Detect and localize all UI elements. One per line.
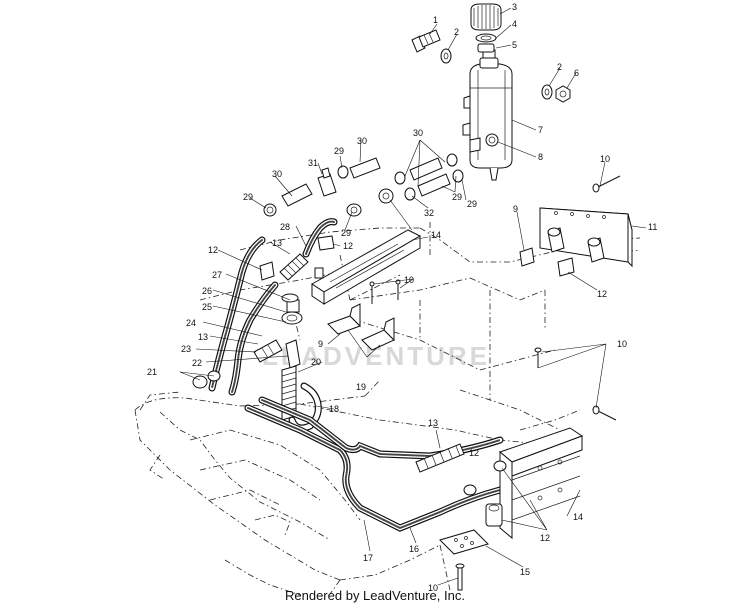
- label-12-a: 12: [597, 289, 607, 299]
- clamp-29-b: [337, 165, 349, 179]
- label-1: 1: [433, 15, 438, 25]
- label-19: 19: [356, 382, 366, 392]
- label-2-a: 2: [454, 27, 459, 37]
- label-9-b: 9: [318, 339, 323, 349]
- rivet-10-right-b: [592, 405, 617, 421]
- mount-bolt: [411, 29, 441, 53]
- rivet-10-right-a: [534, 347, 542, 368]
- footer-credit: Rendered by LeadVenture, Inc.: [285, 588, 465, 603]
- label-26: 26: [202, 286, 212, 296]
- label-10-a: 10: [600, 154, 610, 164]
- washer-left: [440, 48, 452, 64]
- clamp-12-left: [259, 261, 275, 281]
- filler-neck: [477, 43, 495, 53]
- fitting-22: [285, 339, 301, 369]
- bracket-19-a: [327, 303, 361, 335]
- label-14-a: 14: [431, 230, 441, 240]
- label-13-b: 13: [198, 332, 208, 342]
- label-21: 21: [147, 367, 157, 377]
- clamp-29-a: [263, 203, 277, 217]
- label-13-c: 13: [428, 418, 438, 428]
- label-13-a: 13: [272, 238, 282, 248]
- label-11: 11: [648, 222, 657, 232]
- label-10-c: 10: [617, 339, 627, 349]
- label-12-c: 12: [208, 245, 218, 255]
- rivet-10-upper: [592, 175, 621, 193]
- label-12-d: 12: [469, 448, 479, 458]
- label-30-c: 30: [272, 169, 282, 179]
- hose-16: [258, 396, 504, 460]
- label-9-a: 9: [513, 204, 518, 214]
- heat-exchanger-lower: [498, 427, 584, 540]
- hose-elbow-28: [302, 218, 338, 258]
- hose-pair-30: [394, 153, 464, 201]
- label-7: 7: [538, 125, 543, 135]
- label-16: 16: [409, 544, 419, 554]
- label-5: 5: [512, 40, 517, 50]
- label-29-c: 29: [452, 192, 462, 202]
- cap-seal: [475, 33, 497, 43]
- hose-17: [244, 404, 504, 532]
- left-hose-long: [208, 236, 266, 392]
- elbow-fitting-23: [253, 339, 283, 363]
- clamp-9: [519, 247, 535, 267]
- hose-bellows: [279, 253, 309, 281]
- label-22: 22: [192, 358, 202, 368]
- label-20: 20: [311, 357, 321, 367]
- label-32: 32: [424, 208, 434, 218]
- tee-fitting-31: [317, 167, 337, 197]
- chassis-outline: [134, 391, 541, 596]
- label-8: 8: [538, 152, 543, 162]
- label-25: 25: [202, 302, 212, 312]
- short-hose-30-a: [281, 183, 313, 207]
- label-28: 28: [280, 222, 290, 232]
- label-30-a: 30: [413, 128, 423, 138]
- lock-nut: [555, 85, 571, 103]
- heat-exchanger-upper: [311, 229, 422, 305]
- tee-fitting-32: [378, 188, 394, 204]
- plug-21: [192, 370, 221, 389]
- label-10-b: 10: [404, 275, 414, 285]
- clamp-12-right: [557, 257, 575, 277]
- label-14-b: 14: [573, 512, 583, 522]
- label-29-b: 29: [243, 192, 253, 202]
- label-27: 27: [212, 270, 222, 280]
- label-15: 15: [520, 567, 530, 577]
- rear-mount-plate-11: [539, 207, 633, 268]
- left-hose-short: [228, 281, 279, 396]
- label-10-d: 10: [428, 583, 438, 593]
- label-3: 3: [512, 2, 517, 12]
- label-4: 4: [512, 19, 517, 29]
- rivet-10-center: [369, 279, 401, 304]
- label-6: 6: [574, 68, 579, 78]
- label-29-e: 29: [341, 228, 351, 238]
- bracket-15: [439, 529, 489, 555]
- label-12-b: 12: [343, 241, 353, 251]
- label-12-e: 12: [540, 533, 550, 543]
- part-number-labels: 1 2 3 4 5 2 6 7 8 10 11 9 12 30 30 29 31…: [147, 2, 657, 593]
- label-30-b: 30: [357, 136, 367, 146]
- bottle-cap: [470, 3, 502, 31]
- label-29-a: 29: [334, 146, 344, 156]
- bracket-19-b: [361, 317, 395, 351]
- thermostat-housing: [281, 293, 303, 325]
- label-31: 31: [308, 158, 318, 168]
- label-24: 24: [186, 318, 196, 328]
- short-hose-30-b: [349, 157, 381, 179]
- label-17: 17: [363, 553, 373, 563]
- washer-right: [541, 84, 553, 100]
- leader-lines: [179, 7, 647, 586]
- hose-bellows-13-lower: [415, 443, 465, 473]
- clamp-29-c: [346, 203, 362, 217]
- hose-clamps-lower: [463, 460, 507, 527]
- label-2-b: 2: [557, 62, 562, 72]
- clamp-12-top: [317, 235, 335, 251]
- coolant-bottle: [462, 49, 513, 181]
- label-23: 23: [181, 344, 191, 354]
- label-18: 18: [329, 404, 339, 414]
- rivet-10-lower: [455, 563, 465, 591]
- label-29-d: 29: [467, 199, 477, 209]
